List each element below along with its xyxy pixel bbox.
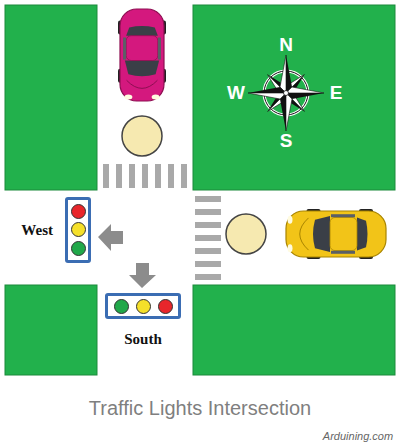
traffic-light: South bbox=[105, 293, 181, 348]
traffic-light: West bbox=[21, 197, 91, 263]
signal-lamp bbox=[71, 241, 86, 256]
direction-arrow bbox=[129, 263, 156, 288]
compass-rose bbox=[248, 55, 324, 131]
grass-block bbox=[5, 5, 97, 190]
car-illustration bbox=[286, 209, 386, 259]
sensor-circle bbox=[122, 116, 162, 156]
traffic-light-housing bbox=[105, 293, 181, 319]
grass-block bbox=[5, 285, 97, 375]
caption: Traffic Lights Intersection bbox=[89, 397, 311, 420]
light-label: West bbox=[21, 222, 53, 239]
signal-lamp bbox=[114, 299, 129, 314]
signal-lamp bbox=[71, 204, 86, 219]
compass-letter: E bbox=[330, 82, 343, 104]
compass-letter: S bbox=[280, 130, 293, 152]
signal-lamp bbox=[158, 299, 173, 314]
signal-lamp bbox=[71, 222, 86, 237]
watermark: Arduining.com bbox=[323, 430, 393, 442]
car-illustration bbox=[118, 9, 166, 101]
sensor-circle bbox=[226, 214, 266, 254]
compass-letter: N bbox=[279, 34, 293, 56]
direction-arrow bbox=[98, 224, 123, 251]
compass-letter: W bbox=[227, 82, 245, 104]
light-label: South bbox=[124, 331, 162, 348]
grass-block bbox=[193, 5, 395, 190]
grass-block bbox=[193, 285, 395, 375]
signal-lamp bbox=[136, 299, 151, 314]
traffic-light-housing bbox=[65, 197, 91, 263]
crosswalk bbox=[103, 164, 187, 188]
crosswalk bbox=[195, 196, 221, 280]
